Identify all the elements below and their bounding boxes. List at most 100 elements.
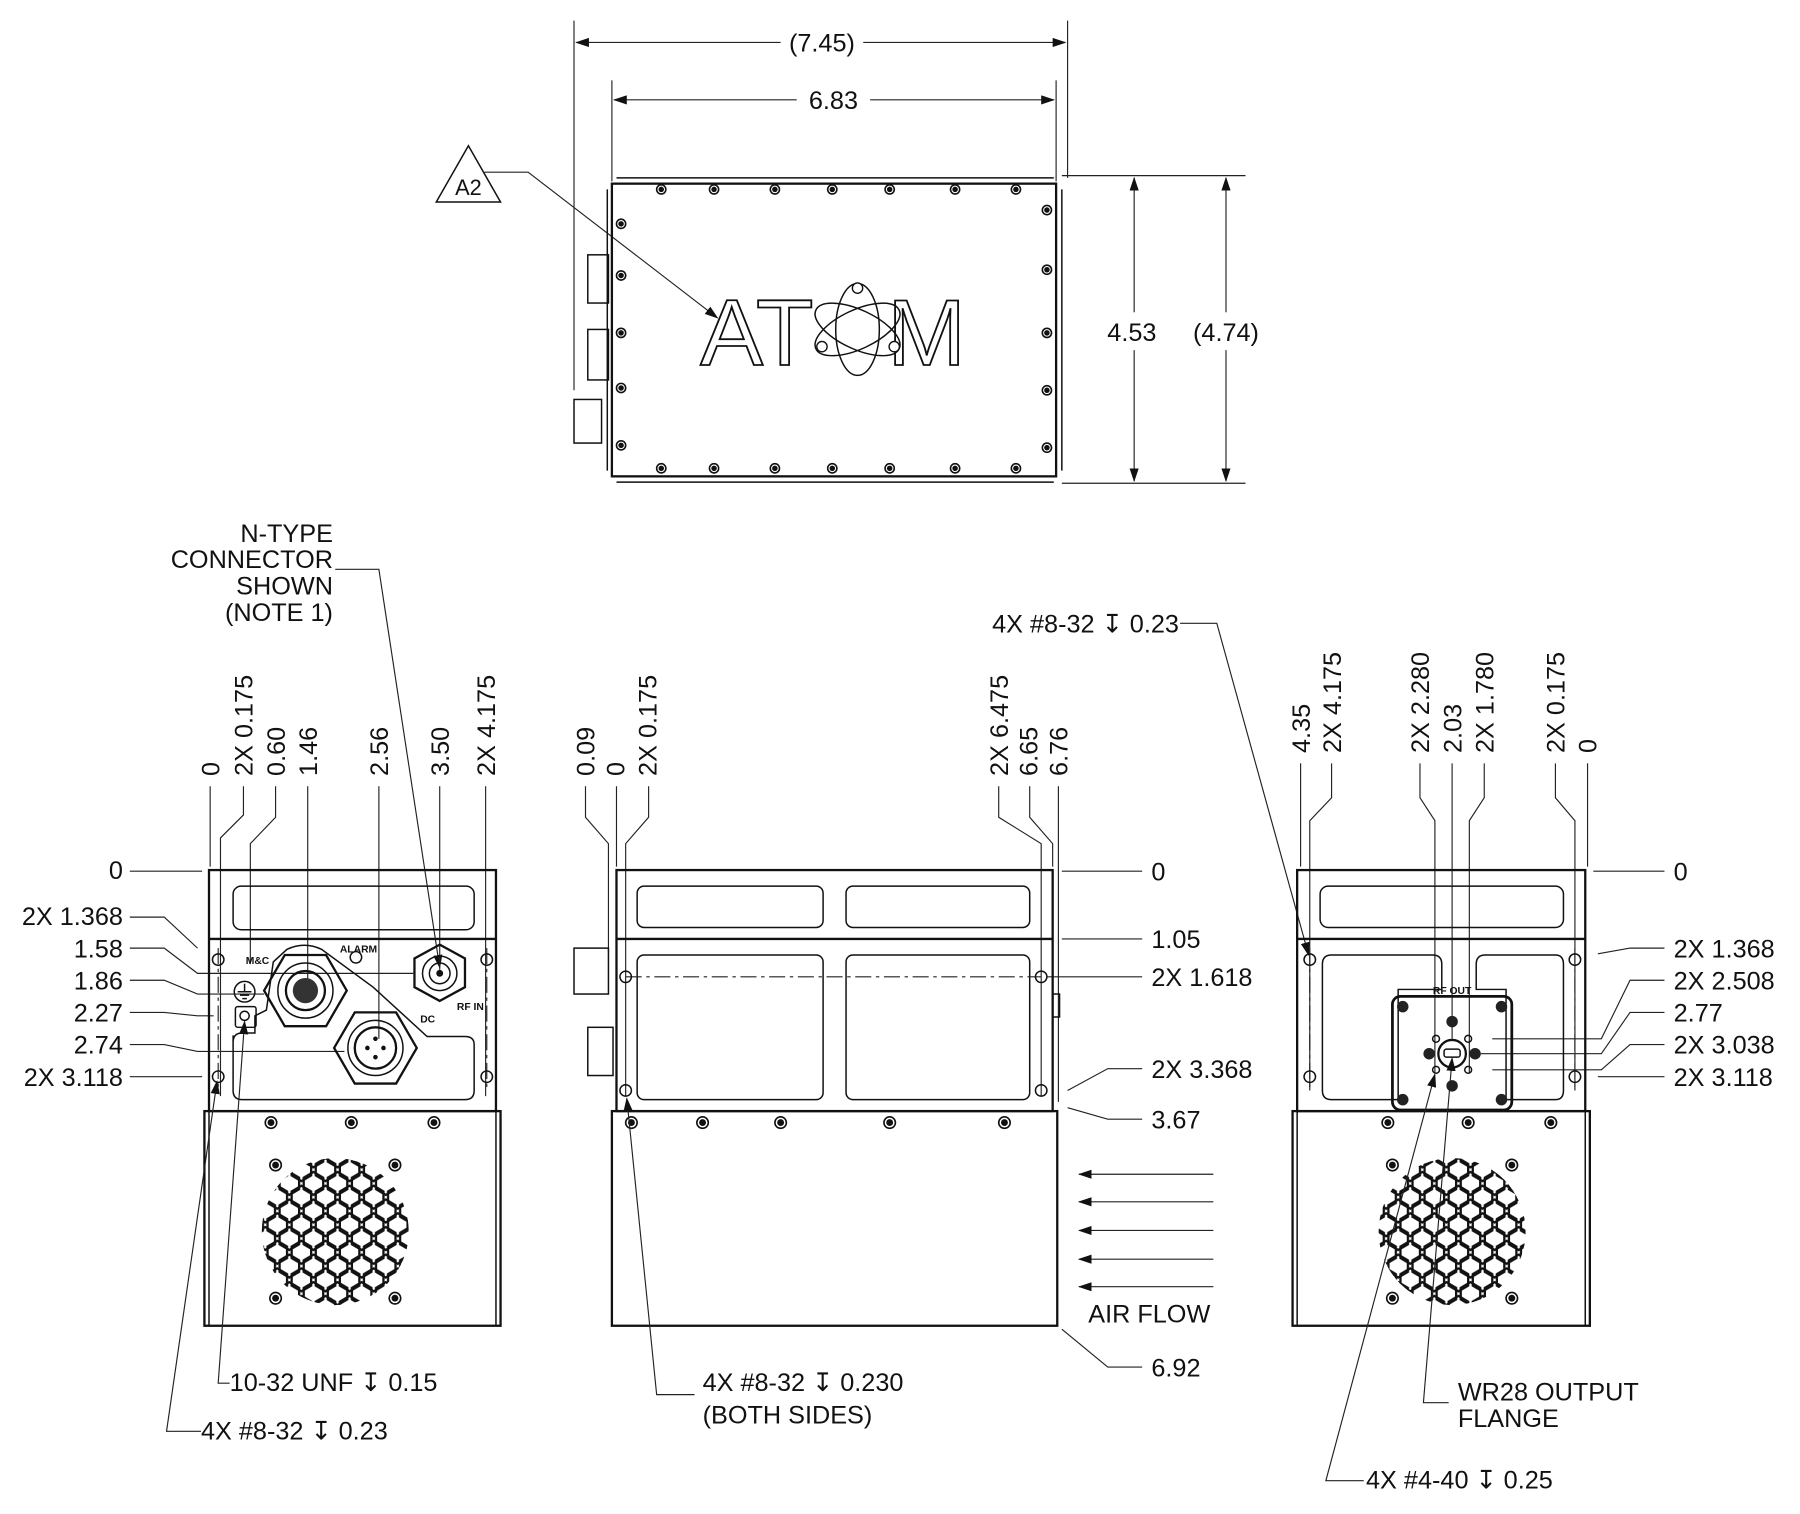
dim-label: 2X 2.280 bbox=[1407, 652, 1435, 753]
rear-recess bbox=[1321, 954, 1443, 1101]
note-line: SHOWN bbox=[236, 573, 333, 601]
note-line: (NOTE 1) bbox=[225, 599, 333, 627]
airflow-arrows: AIR FLOW bbox=[1077, 1169, 1214, 1328]
dim-label: 2X 0.175 bbox=[1543, 652, 1571, 753]
dim-label: 4.35 bbox=[1288, 704, 1316, 753]
dim-label: 3.67 bbox=[1151, 1106, 1200, 1134]
screw-icon bbox=[1041, 384, 1053, 396]
screw-icon bbox=[769, 183, 781, 195]
dim-label: 2X 3.368 bbox=[1151, 1056, 1252, 1084]
screw-icon bbox=[655, 462, 667, 474]
screw-icon bbox=[1010, 183, 1022, 195]
vent-slot bbox=[845, 885, 1031, 929]
callout-tag: A2 bbox=[455, 175, 482, 200]
screw-icon bbox=[949, 183, 961, 195]
dim-label: 0 bbox=[197, 762, 225, 776]
dim-label: 2X 1.368 bbox=[1674, 935, 1775, 963]
callout-text: 4X #4-40 ↧ 0.25 bbox=[1366, 1467, 1553, 1495]
logo-text-m: M bbox=[887, 280, 965, 385]
rear-fan-housing bbox=[1291, 1109, 1591, 1327]
callout-flange-holes: 4X #4-40 ↧ 0.25 bbox=[1325, 1073, 1553, 1495]
screw-icon bbox=[1381, 1116, 1395, 1130]
dim-label: 2X 1.368 bbox=[22, 903, 123, 931]
dimension-width: 6.83 bbox=[611, 80, 1057, 182]
dim-label: 0 bbox=[1575, 739, 1603, 753]
dim-label: 1.58 bbox=[74, 935, 123, 963]
dim-label: 2X 0.175 bbox=[635, 675, 663, 776]
dim-label: 2X 3.038 bbox=[1674, 1032, 1775, 1060]
side-recess bbox=[845, 954, 1031, 1101]
vent-slot bbox=[232, 885, 475, 931]
mounting-hole bbox=[619, 970, 1048, 1097]
screw-icon bbox=[615, 218, 627, 230]
callout-flange: WR28 OUTPUT FLANGE bbox=[1422, 1057, 1639, 1433]
hex-grille bbox=[1378, 1158, 1526, 1306]
dim-label: 2X 2.508 bbox=[1674, 967, 1775, 995]
dim-label: 6.92 bbox=[1151, 1354, 1200, 1382]
dc-connector bbox=[332, 1011, 419, 1085]
dim-label: 6.65 bbox=[1016, 727, 1044, 776]
screw-icon bbox=[1505, 1291, 1519, 1305]
callout-text: 4X #8-32 ↧ 0.23 bbox=[992, 610, 1179, 638]
front-panel bbox=[207, 868, 498, 1113]
dim-label: 1.86 bbox=[74, 967, 123, 995]
note-line: N-TYPE bbox=[240, 520, 333, 548]
dimension-overall-width: (7.45) bbox=[573, 20, 1069, 391]
dim-label: 2X 3.118 bbox=[24, 1064, 123, 1092]
logo-text-at: AT bbox=[700, 280, 813, 385]
screw-icon bbox=[884, 462, 896, 474]
screw-icon bbox=[615, 382, 627, 394]
screw-icon bbox=[774, 1116, 788, 1130]
screw-icon bbox=[624, 1116, 638, 1130]
screw-icon bbox=[1041, 327, 1053, 339]
screw-icon bbox=[615, 270, 627, 281]
dim-label: 0.60 bbox=[263, 727, 291, 776]
screw-group bbox=[615, 183, 1053, 474]
label-mc: M&C bbox=[246, 956, 270, 967]
dim-label: 2.56 bbox=[366, 727, 394, 776]
label-rf-out: RF OUT bbox=[1433, 986, 1472, 997]
note-n-type-connector: N-TYPE CONNECTOR SHOWN (NOTE 1) bbox=[171, 520, 443, 969]
screw-icon bbox=[615, 439, 627, 451]
dim-width-label: 6.83 bbox=[809, 87, 858, 115]
dim-label: 6.76 bbox=[1046, 727, 1074, 776]
dim-overall-width-label: (7.45) bbox=[789, 30, 855, 58]
vent-slot bbox=[636, 885, 824, 929]
screw-icon bbox=[884, 183, 896, 195]
callout-text: 10-32 UNF ↧ 0.15 bbox=[230, 1369, 438, 1397]
screw-group bbox=[624, 1116, 1011, 1130]
screw-icon bbox=[1010, 462, 1022, 474]
screw-icon bbox=[269, 1158, 283, 1172]
fan-housing bbox=[203, 1109, 502, 1327]
dim-label: 2X 1.780 bbox=[1471, 652, 1499, 753]
side-right-dimensions: 0 1.05 2X 1.618 2X 3.368 3.67 6.92 bbox=[1046, 858, 1252, 1382]
screw-icon bbox=[708, 183, 720, 195]
screw-icon bbox=[388, 1158, 402, 1172]
dim-label: 2.77 bbox=[1674, 1000, 1723, 1028]
side-panel bbox=[615, 868, 1054, 1113]
top-view: (7.45) 6.83 4.53 (4.74) A2 AT M bbox=[434, 20, 1259, 484]
atom-logo: AT M bbox=[699, 279, 966, 386]
side-connector bbox=[587, 254, 610, 304]
callout-front-mount: 4X #8-32 ↧ 0.23 bbox=[165, 1080, 388, 1445]
screw-icon bbox=[696, 1116, 710, 1130]
side-connector bbox=[587, 328, 610, 381]
hex-grille bbox=[261, 1158, 409, 1306]
dim-label: 0.09 bbox=[573, 727, 601, 776]
vent-slot bbox=[1319, 885, 1565, 929]
screw-icon bbox=[1385, 1158, 1399, 1172]
screw-icon bbox=[1505, 1158, 1519, 1172]
screw-icon bbox=[826, 462, 838, 474]
dim-overall-height-label: (4.74) bbox=[1193, 319, 1259, 347]
screw-icon bbox=[997, 1116, 1011, 1130]
label-rf-in: RF IN bbox=[457, 1002, 484, 1013]
front-left-dimensions: 0 2X 1.368 1.58 1.86 2.27 2.74 2X 3.118 bbox=[22, 857, 414, 1092]
callout-text: 4X #8-32 ↧ 0.230 bbox=[703, 1369, 904, 1397]
screw-icon bbox=[615, 327, 627, 339]
side-connector bbox=[587, 1026, 614, 1077]
screw-icon bbox=[1544, 1116, 1558, 1130]
screw-icon bbox=[388, 1291, 402, 1305]
screw-icon bbox=[269, 1291, 283, 1305]
dim-label: 2X 0.175 bbox=[231, 675, 259, 776]
